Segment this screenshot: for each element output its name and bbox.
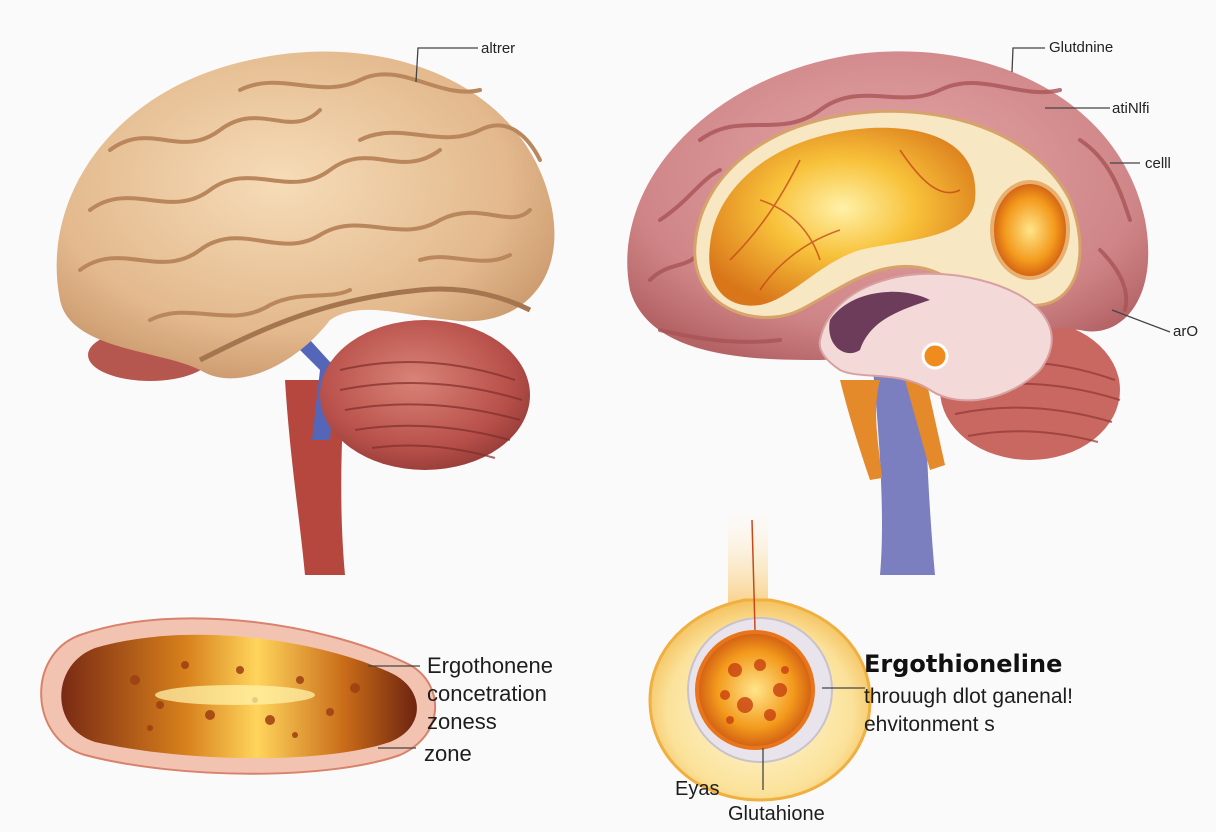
feature-caption-line-2: ehvitonment s [864,713,995,736]
right-orange-nerves [840,375,945,480]
bulb-core [695,630,815,750]
left-brain [56,51,555,575]
tube-caption-line-2: concetration [427,681,547,706]
feature-title: Ergothioneline [864,650,1063,678]
tube-caption-line-3: zoness [427,709,497,734]
concentration-tube [40,617,436,775]
feature-caption: throuugh dlot ganenal! ehvitonment s [864,683,1073,739]
glutathione-bulb [648,505,872,802]
label-atinlfi: atiNlfi [1112,100,1150,117]
pineal-dot [921,342,949,370]
left-gyri [78,72,542,322]
tube-leader-lines [368,665,420,749]
left-sylvian-fissure [198,286,532,363]
label-top-left: altrer [481,40,516,57]
label-glutahione: Glutahione [728,803,825,825]
right-glow-pocket [990,180,1070,280]
ventricle-veins [729,149,961,291]
label-zone: zone [424,741,472,766]
cerebellum-stripes [339,361,523,459]
tube-hotspot [155,685,315,705]
bulb-leader-lines [762,687,865,790]
tube-caption-line-1: Ergothonene [427,653,553,678]
tube-particles [130,661,360,738]
feature-caption-line-1: throuugh dlot ganenal! [864,685,1074,708]
core-cells [720,659,789,724]
midbrain-dark [829,291,930,354]
label-aro: arO [1173,323,1199,340]
tube-caption: Ergothonene concetration zoness [427,652,553,736]
right-leader-lines [1011,47,1171,333]
label-glutdnine: Glutdnine [1049,39,1114,56]
left-cerebrum [56,51,555,379]
left-cerebellum [320,320,530,470]
label-celll: celll [1145,155,1171,172]
beam-thread [751,519,756,631]
glowing-ventricle [709,127,976,306]
right-gyri [648,80,1132,344]
label-eyas: Eyas [675,778,720,800]
leader-line-top [415,47,478,83]
right-brain [627,51,1149,575]
